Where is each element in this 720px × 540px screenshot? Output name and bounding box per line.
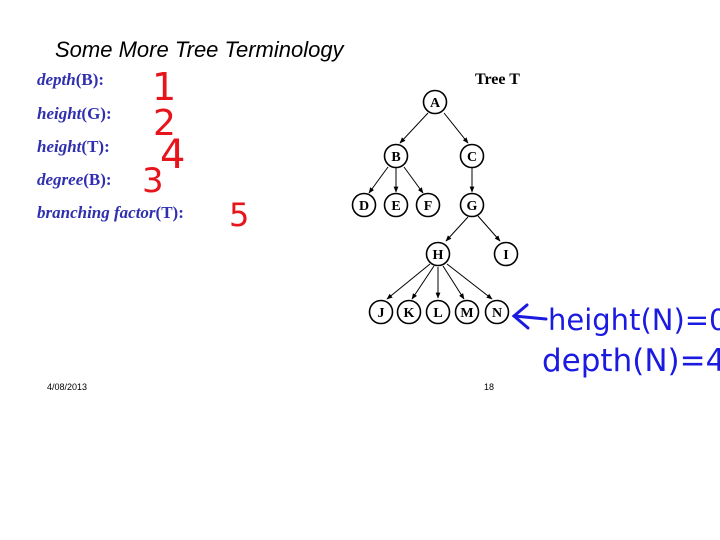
node-a [422, 89, 448, 115]
edge-a-b [399, 112, 429, 144]
term-branching-factor-t: branching factor(T): [37, 203, 184, 223]
node-label: F [424, 199, 433, 214]
term-name: height [37, 137, 82, 156]
term-height-t: height(T): [37, 137, 110, 157]
node-label: B [391, 150, 400, 165]
term-name: branching factor [37, 203, 156, 222]
edge-h-k [411, 265, 435, 300]
term-name: depth [37, 70, 76, 89]
answer-degree-b: 3 [142, 161, 164, 201]
term-arg: (B): [83, 170, 112, 189]
node-k [396, 299, 422, 325]
node-label: D [359, 199, 369, 214]
node-label: M [460, 306, 473, 321]
edge-g-h [445, 216, 469, 242]
edge-h-j [386, 263, 431, 300]
edge-b-f [403, 166, 424, 194]
node-m [454, 299, 480, 325]
node-f [415, 192, 441, 218]
slide-date: 4/08/2013 [47, 382, 88, 392]
node-label: I [503, 248, 508, 263]
edge-a-c [443, 112, 469, 144]
term-arg: (B): [75, 70, 105, 89]
page-number: 18 [484, 382, 495, 392]
node-label: N [492, 306, 502, 321]
term-degree-b: degree(B): [37, 170, 112, 190]
node-label: G [467, 199, 478, 214]
node-label: K [404, 306, 415, 321]
term-height-g: height(G): [37, 104, 112, 124]
answer-depth-b: 1 [152, 65, 176, 109]
height-note: height(N)=0 [548, 303, 720, 337]
node-label: C [467, 150, 477, 165]
term-arg: (T): [155, 203, 184, 222]
node-label: A [430, 96, 441, 111]
node-e [383, 192, 409, 218]
tree-edges [368, 112, 501, 300]
tree-title: Tree T [475, 71, 520, 88]
pointer-arrow-icon [511, 303, 548, 330]
node-j [368, 299, 394, 325]
node-label: L [433, 306, 442, 321]
depth-note: depth(N)=4 [542, 343, 720, 379]
term-arg: (G): [81, 104, 112, 123]
node-label: H [433, 248, 444, 263]
slide-title: Some More Tree Terminology [55, 37, 344, 62]
answer-height-g: 2 [153, 103, 176, 144]
answer-branching-factor: 5 [229, 196, 249, 234]
edge-b-d [368, 166, 389, 194]
node-c [459, 143, 485, 169]
edge-h-n [446, 263, 493, 300]
answer-height-t: 4 [160, 132, 185, 178]
node-g [459, 192, 485, 218]
node-label: J [378, 306, 385, 321]
term-name: degree [37, 170, 84, 189]
term-arg: (T): [81, 137, 110, 156]
node-i [493, 241, 519, 267]
edge-g-i [477, 215, 501, 242]
node-label: E [391, 199, 400, 214]
node-b [383, 143, 409, 169]
node-l [425, 299, 451, 325]
node-h [425, 241, 451, 267]
edge-h-m [442, 265, 465, 300]
term-name: height [37, 104, 82, 123]
node-n [484, 299, 510, 325]
node-d [351, 192, 377, 218]
term-depth-b: depth(B): [37, 70, 104, 90]
